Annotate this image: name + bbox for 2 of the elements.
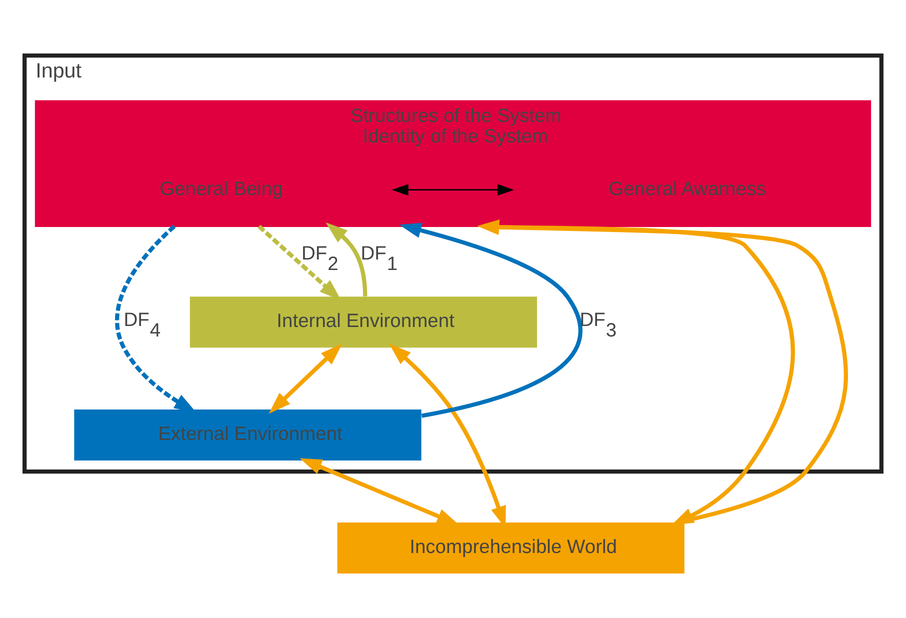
node-text: General Awarness bbox=[608, 178, 766, 200]
node-text: General Being bbox=[160, 178, 283, 200]
